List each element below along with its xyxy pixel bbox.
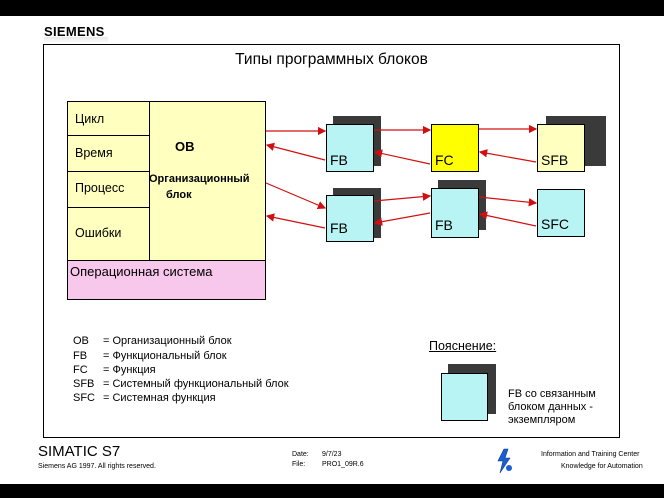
- legend-item: SFB= Системный функциональный блок: [73, 378, 289, 390]
- ob-description-line2: блок: [166, 189, 192, 201]
- fc-block: [431, 124, 479, 172]
- arrow-fb-to-ob: [265, 142, 326, 161]
- training-center-logo-icon: [497, 448, 512, 474]
- ob-row-cycle: Цикл: [75, 112, 105, 126]
- ob-row-time: Время: [75, 146, 113, 160]
- note-line: FB со связанным: [508, 388, 596, 400]
- legend-item: FC= Функция: [73, 364, 156, 376]
- arrow-fb2-to-ob: [265, 213, 326, 229]
- fb-top-block: [326, 124, 374, 172]
- sfb-block: [537, 124, 585, 172]
- ob-label: OB: [175, 139, 195, 154]
- ob-row-divider: [67, 135, 150, 136]
- ob-separator: [149, 101, 150, 261]
- os-label: Операционная система: [70, 264, 213, 279]
- note-line: экземпляром: [508, 414, 576, 426]
- fb-middle-label: FB: [435, 217, 453, 233]
- note-line: блоком данных -: [508, 401, 593, 413]
- arrow-fb2-to-fb3: [373, 192, 432, 202]
- sfc-block: [537, 189, 585, 237]
- ob-row-process: Процесс: [75, 181, 125, 195]
- date-value: 9/7/23: [322, 451, 342, 458]
- slide-frame: [43, 44, 620, 438]
- arrow-ob-to-fb2: [265, 182, 327, 210]
- logo-reflection: [44, 37, 108, 43]
- arrow-sfc-to-fb3: [478, 211, 537, 227]
- sfc-label: SFC: [541, 216, 569, 232]
- legend-item: OB= Организационный блок: [73, 335, 232, 347]
- fb-middle-block: [431, 188, 479, 238]
- ob-block: [67, 101, 266, 261]
- arrow-fb3-to-sfc: [478, 196, 538, 207]
- arrow-sfb-to-fc: [478, 149, 537, 163]
- info-center: Information and Training Center: [541, 451, 640, 458]
- top-bar: [0, 0, 664, 16]
- info-tagline: Knowledge for Automation: [561, 463, 643, 470]
- date-label: Date:: [292, 451, 309, 458]
- file-label: File:: [292, 461, 306, 468]
- sfb-label: SFB: [541, 152, 569, 168]
- copyright: Siemens AG 1997. All rights reserved.: [38, 463, 156, 470]
- slide-title: Типы программных блоков: [235, 51, 428, 68]
- fb-top-label: FB: [330, 152, 348, 168]
- bottom-bar: [0, 484, 664, 498]
- ob-row-errors: Ошибки: [75, 226, 122, 240]
- os-block: [67, 260, 266, 300]
- arrow-fb3-to-fb2: [373, 212, 431, 226]
- product-name: SIMATIC S7: [38, 443, 121, 460]
- fb-bottom-label: FB: [330, 220, 348, 236]
- ob-row-divider: [67, 207, 150, 208]
- file-value: PRO1_09R.6: [322, 461, 364, 468]
- legend-item: SFC= Системная функция: [73, 392, 216, 404]
- ob-row-divider: [67, 171, 150, 172]
- legend-item: FB= Функциональный блок: [73, 350, 227, 362]
- arrow-fc-to-fb: [373, 149, 431, 165]
- siemens-logo: SIEMENS: [44, 24, 105, 39]
- fc-label: FC: [435, 152, 454, 168]
- note-title: Пояснение:: [429, 339, 497, 353]
- ob-description-line1: Организационный: [149, 173, 250, 185]
- note-fb-block: [441, 373, 488, 421]
- fb-bottom-block: [326, 195, 374, 242]
